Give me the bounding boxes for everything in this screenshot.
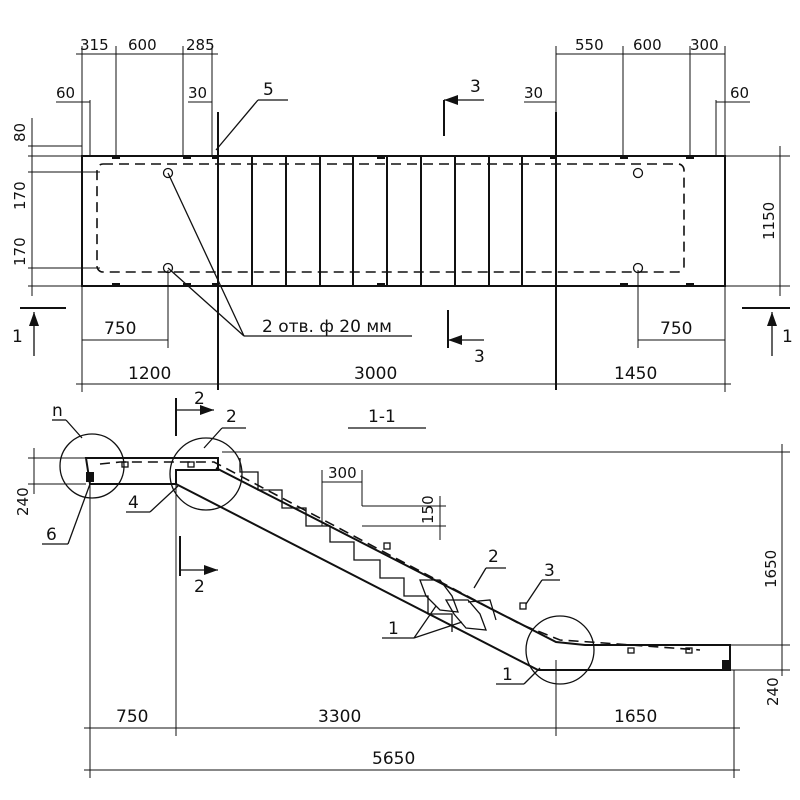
top-extension-lines [81,46,726,156]
callout-1-a: 1 [388,619,399,639]
section-1-left-label: 1 [12,327,23,347]
callout-6: 6 [46,525,57,545]
hole-leader-2 [167,267,245,337]
section-dim-1650: 1650 [614,707,657,727]
edge-dim-right: 60 [730,84,749,102]
offset-750-left: 750 [104,319,136,339]
plan-dim-1450: 1450 [614,364,657,384]
gap-dim-right: 30 [524,84,543,102]
detail-circle-1 [525,615,595,685]
section-embed-marks [86,461,730,670]
riser-dim-150: 150 [419,495,437,524]
section-dim-750: 750 [116,707,148,727]
left-dim-170-top: 170 [11,181,29,210]
plan-outline [81,155,726,287]
plan-dim-1200: 1200 [128,364,171,384]
section-dashed-rebar [99,461,701,651]
total-dim-5650: 5650 [372,749,415,769]
hole-note: 2 отв. ф 20 мм [262,317,392,337]
section-3-top-label: 3 [470,77,481,97]
right-dim-1150: 1150 [760,202,778,240]
callout-3: 3 [544,561,555,581]
right-thickness-240: 240 [764,677,782,706]
height-dim-1650: 1650 [762,550,780,588]
callout-5-leader [215,99,259,151]
hole-leader-1 [167,172,245,337]
callout-1-b: 1 [502,665,513,685]
callout-n: n [52,401,63,421]
plan-dim-3000: 3000 [354,364,397,384]
offset-750-right: 750 [660,319,692,339]
left-thickness-240: 240 [14,487,32,516]
callout-2-mid: 2 [488,547,499,567]
plan-holes [162,167,644,274]
plan-step-lines [251,156,523,286]
section-3-bottom-label: 3 [474,347,485,367]
top-dim-300: 300 [690,36,719,54]
top-dim-550: 550 [575,36,604,54]
detail-circle-n [59,433,125,499]
section-2-bottom-label: 2 [194,577,205,597]
callout-2-top: 2 [226,407,237,427]
flight-slab [175,467,731,671]
section-1-right-label: 1 [782,327,793,347]
top-dim-285: 285 [186,36,215,54]
top-dim-315: 315 [80,36,109,54]
section-dim-3300: 3300 [318,707,361,727]
tread-dim-300: 300 [328,464,357,482]
callout-5: 5 [263,80,274,100]
step-profile [217,458,453,632]
section-title: 1-1 [368,407,396,427]
edge-dim-left: 60 [56,84,75,102]
callout-4: 4 [128,493,139,513]
detail-circle-2 [169,437,243,511]
section-frames [419,579,497,631]
gap-dim-left: 30 [188,84,207,102]
plan-view: 2 отв. ф 20 мм 315 600 285 550 600 300 6… [11,36,793,392]
top-dim-600-right: 600 [633,36,662,54]
plan-embed-marks [112,155,694,287]
section-view: 1-1 2 2 300 150 [14,389,790,778]
left-dim-80: 80 [11,123,29,142]
plan-dashed-contour [96,163,685,273]
section-2-top-label: 2 [194,389,205,409]
left-dim-170-bottom: 170 [11,237,29,266]
top-dim-600-left: 600 [128,36,157,54]
